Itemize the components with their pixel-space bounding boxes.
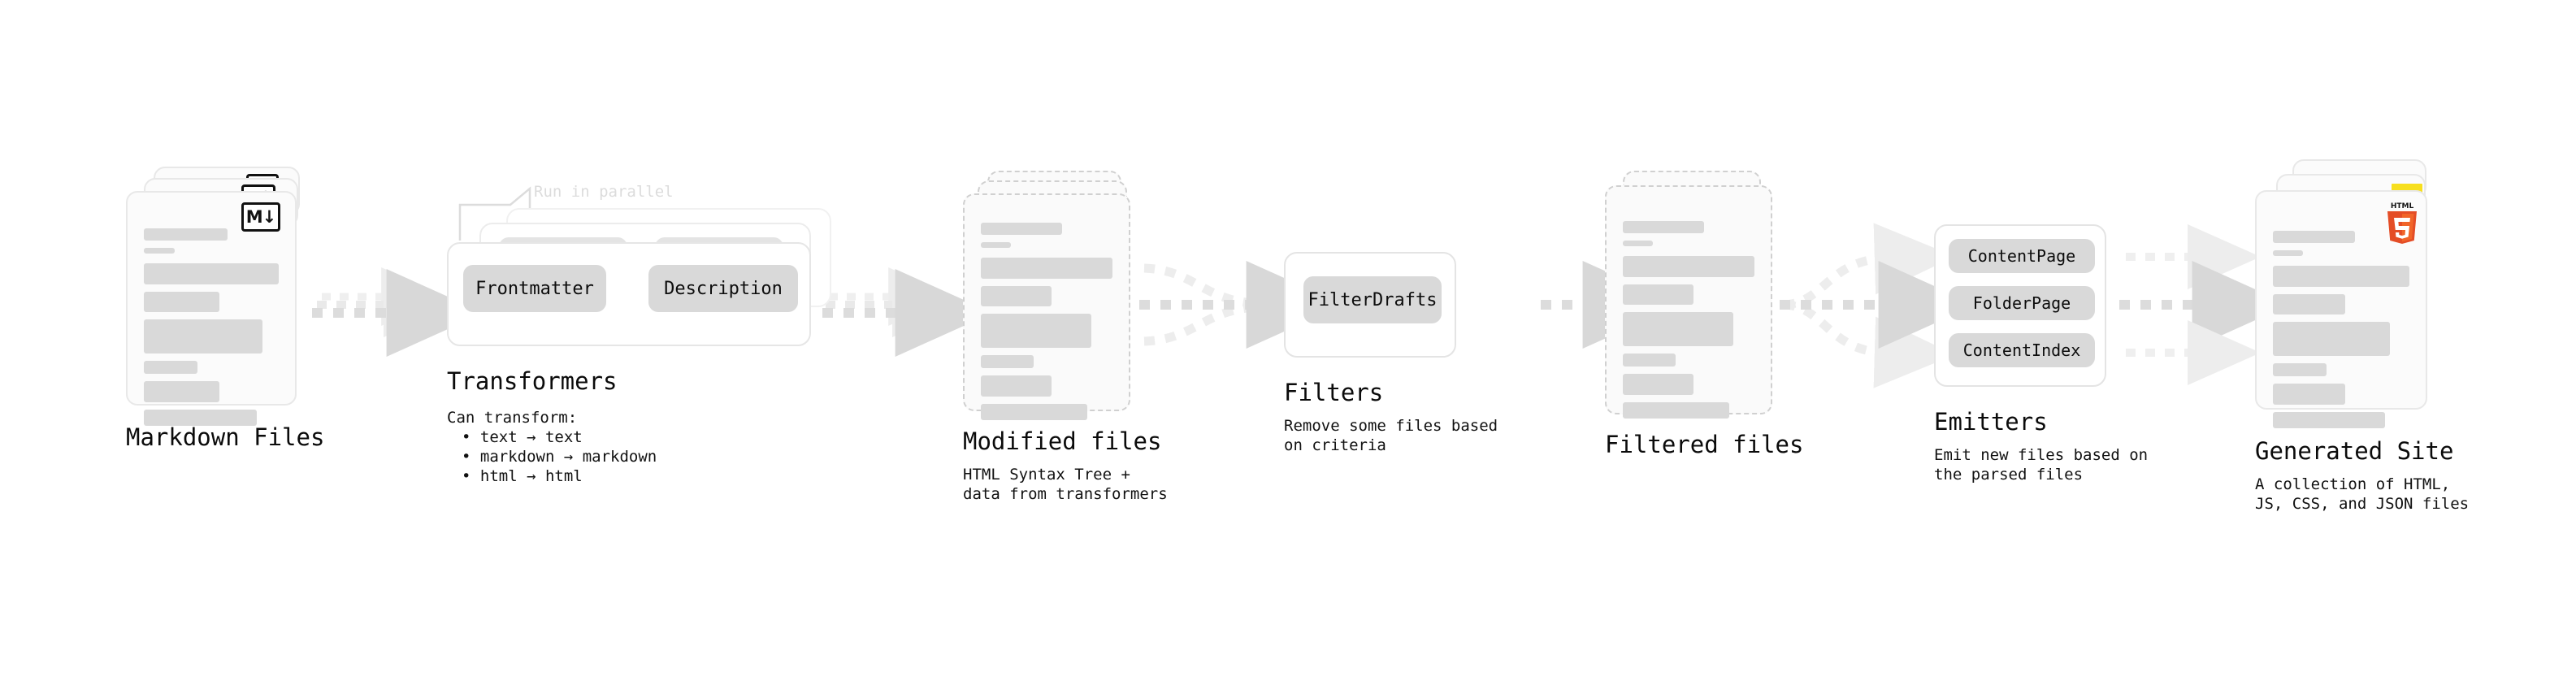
chip-content-index[interactable]: ContentIndex — [1949, 333, 2095, 367]
desc-modified-files: HTML Syntax Tree + data from transformer… — [963, 466, 1168, 503]
arrow-modified-to-filters — [1139, 261, 1344, 349]
label-filters: Filters — [1284, 379, 1384, 406]
modified-card-content — [981, 223, 1112, 420]
arrow-emitters-to-site — [2119, 224, 2290, 385]
stage-modified-files: Modified files HTML Syntax Tree + data f… — [963, 171, 1168, 503]
arrow-markdown-to-transformers — [312, 267, 484, 357]
desc-filters: Remove some files based on criteria — [1284, 417, 1498, 454]
desc-transformers-bullet-3: • html → html — [462, 467, 583, 485]
chip-frontmatter[interactable]: Frontmatter — [463, 265, 606, 312]
stage-filtered-files: Filtered files — [1605, 171, 1803, 458]
markdown-card-content — [144, 228, 279, 426]
desc-transformers-bullet-2: • markdown → markdown — [462, 448, 657, 466]
html5-badge: HTML — [2383, 200, 2421, 245]
label-modified-files: Modified files — [963, 427, 1162, 455]
label-markdown-files: Markdown Files — [126, 423, 325, 451]
arrow-filtered-to-emitters — [1780, 223, 1976, 388]
label-generated-site: Generated Site — [2255, 437, 2454, 465]
stage-generated-site: CSS HTML — [2255, 159, 2469, 513]
chip-folder-page[interactable]: FolderPage — [1949, 286, 2095, 320]
emitters-panel: ContentPage FolderPage ContentIndex — [1934, 224, 2106, 387]
arrow-transformers-to-modified — [822, 267, 993, 357]
chip-filter-drafts[interactable]: FilterDrafts — [1303, 276, 1442, 323]
chip-content-page[interactable]: ContentPage — [1949, 239, 2095, 273]
label-emitters: Emitters — [1934, 408, 2048, 436]
site-card-content — [2273, 231, 2409, 428]
site-card-front: HTML — [2255, 190, 2427, 428]
desc-transformers-bullet-1: • text → text — [462, 428, 583, 446]
markdown-badge-front: M↓ — [241, 202, 280, 232]
filtered-card-front — [1605, 185, 1772, 419]
desc-emitters: Emit new files based on the parsed files — [1934, 446, 2149, 484]
desc-generated-site: A collection of HTML, JS, CSS, and JSON … — [2255, 475, 2470, 513]
svg-text:HTML: HTML — [2391, 202, 2414, 210]
transformer-panel-front: Frontmatter Description — [447, 242, 811, 346]
filters-panel: FilterDrafts — [1284, 252, 1456, 358]
stage-markdown-files: M↓ M↓ M↓ Markdown Files — [126, 167, 324, 451]
markdown-card-front: M↓ — [126, 191, 297, 426]
label-filtered-files: Filtered files — [1605, 431, 1804, 458]
label-transformers: Transformers — [447, 367, 618, 395]
annotation-run-in-parallel: Run in parallel — [534, 183, 674, 201]
modified-card-front — [963, 193, 1130, 420]
desc-transformers-head: Can transform: — [447, 409, 578, 427]
filtered-card-content — [1623, 221, 1754, 419]
chip-description[interactable]: Description — [648, 265, 798, 312]
